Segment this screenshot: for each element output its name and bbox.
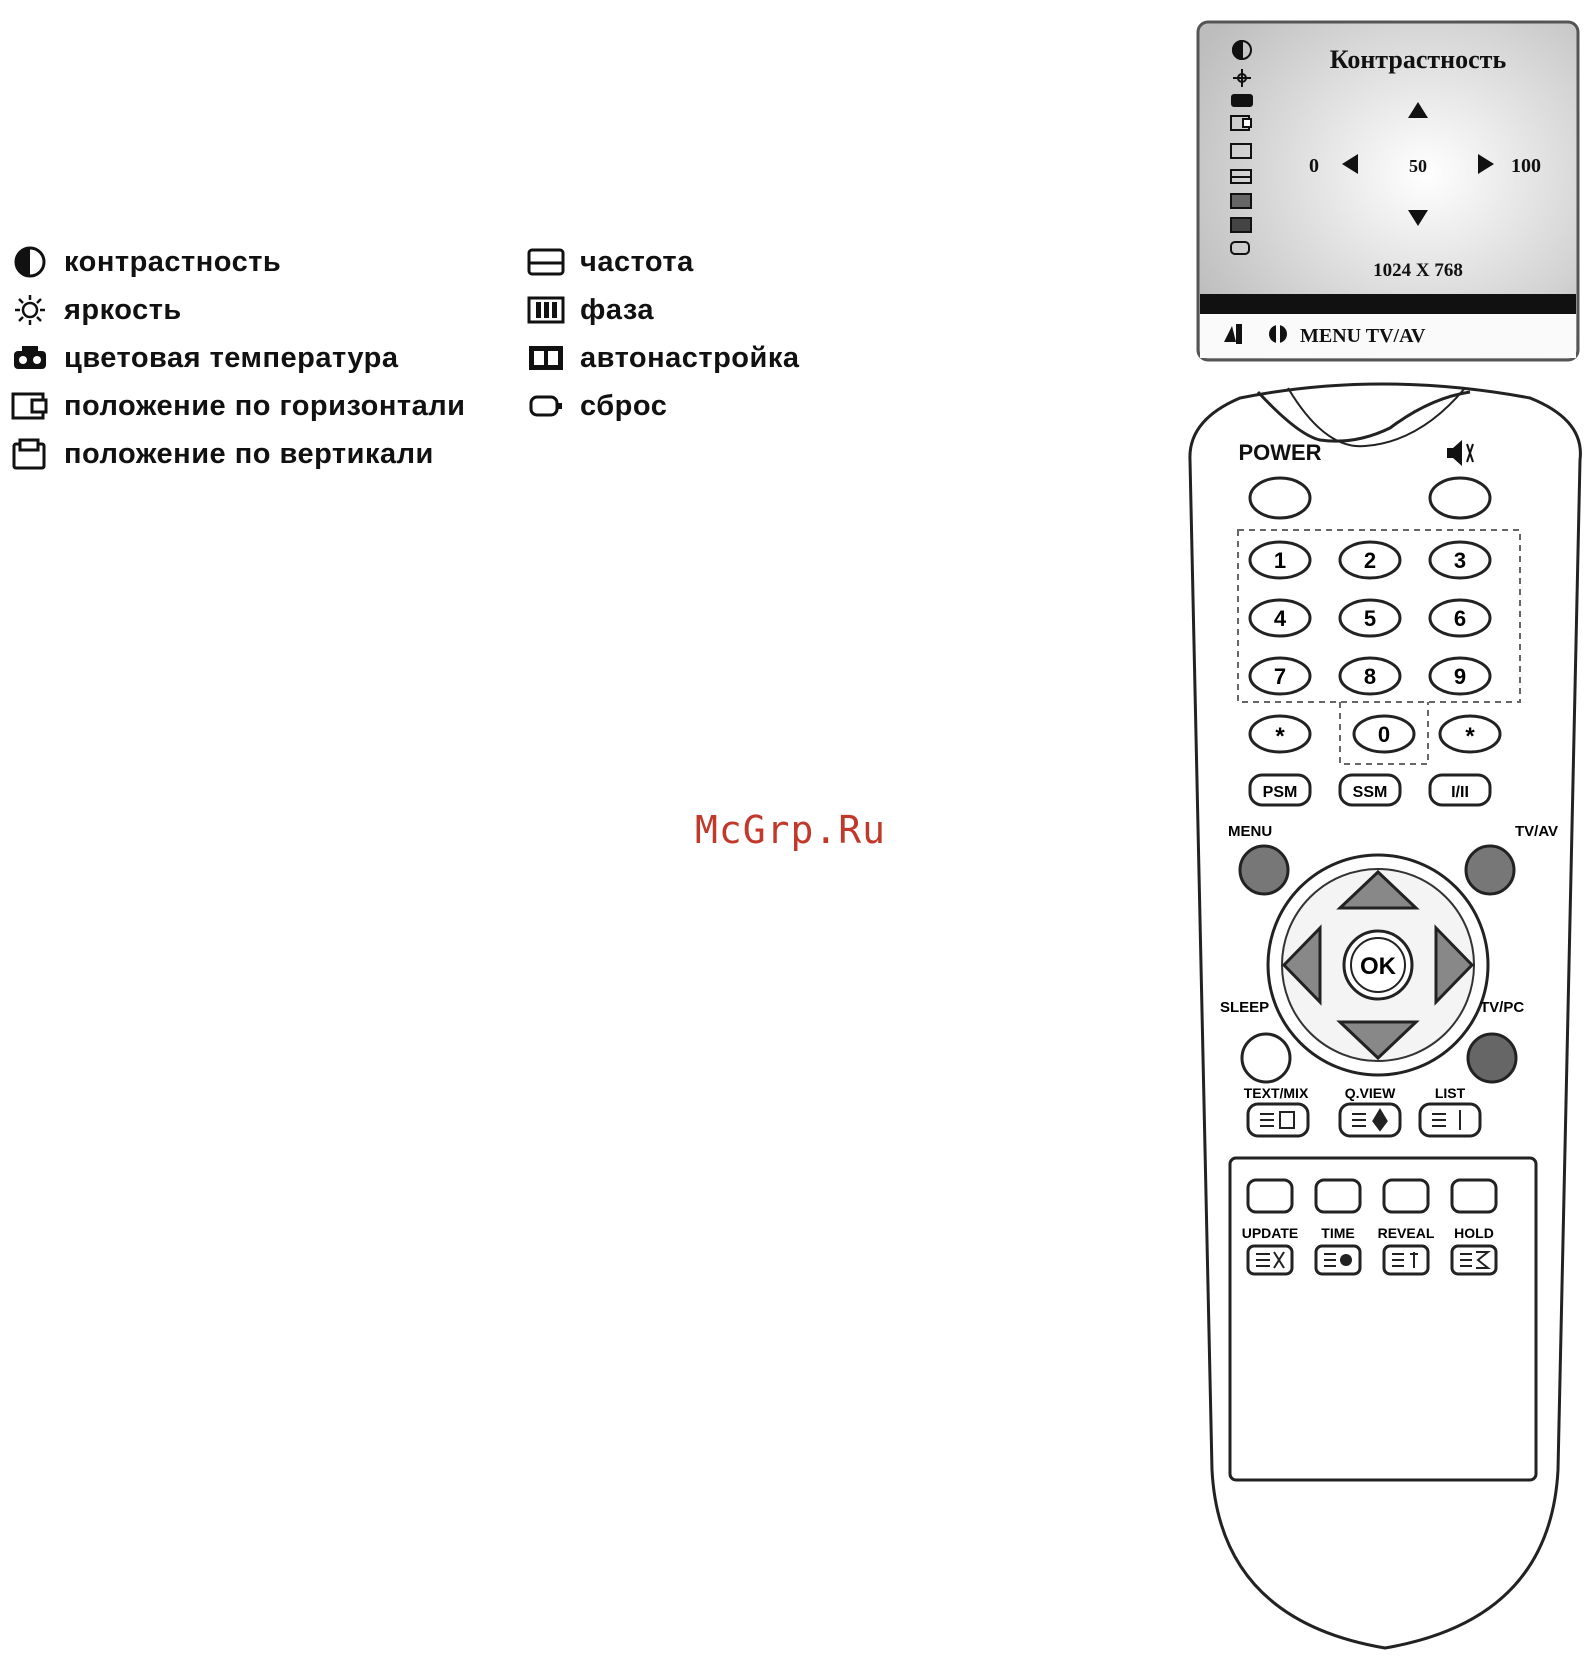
vertical-position-icon [10, 437, 50, 471]
i-ii-label: I/II [1451, 784, 1469, 801]
legend-label: цветовая температура [64, 342, 399, 375]
legend-label: автонастройка [580, 342, 799, 375]
legend-label: фаза [580, 294, 654, 327]
digit-label: 8 [1364, 664, 1376, 689]
legend-label: яркость [64, 294, 182, 327]
tv-pc-button[interactable] [1468, 1034, 1516, 1082]
osd-min-value: 0 [1309, 155, 1319, 177]
digit-1-button[interactable]: 1 [1250, 542, 1310, 578]
watermark: McGrp.Ru [695, 808, 886, 852]
green-key-button[interactable] [1316, 1180, 1360, 1212]
contrast-icon [10, 245, 50, 279]
reveal-label: REVEAL [1378, 1225, 1435, 1241]
digit-label: 9 [1454, 664, 1466, 689]
ok-button[interactable]: OK [1344, 931, 1412, 999]
legend-item-frequency: частота [516, 242, 694, 282]
auto-adjust-icon [526, 341, 566, 375]
osd-icon-legend: контрастность яркость цветовая температу… [0, 230, 850, 520]
digit-label: 5 [1364, 606, 1376, 631]
brightness-icon [10, 293, 50, 327]
tv-pc-label: TV/PC [1480, 999, 1524, 1016]
osd-resolution: 1024 X 768 [1373, 260, 1463, 281]
legend-item-vertical-position: положение по вертикали [0, 434, 434, 474]
power-label: POWER [1238, 440, 1321, 465]
star-label: * [1465, 723, 1475, 750]
text-mix-label: TEXT/MIX [1244, 1085, 1309, 1101]
psm-button[interactable]: PSM [1250, 775, 1310, 805]
time-button[interactable] [1316, 1246, 1360, 1274]
digit-8-button[interactable]: 8 [1340, 658, 1400, 694]
digit-4-button[interactable]: 4 [1250, 600, 1310, 636]
osd-footer-text: MENU TV/AV [1300, 325, 1426, 347]
digit-2-button[interactable]: 2 [1340, 542, 1400, 578]
digit-label: 7 [1274, 664, 1286, 689]
legend-label: положение по горизонтали [64, 390, 465, 423]
tv-av-label: TV/AV [1515, 823, 1558, 840]
ssm-label: SSM [1353, 784, 1388, 801]
digit-0-button[interactable]: 0 [1354, 716, 1414, 752]
digit-5-button[interactable]: 5 [1340, 600, 1400, 636]
update-button[interactable] [1248, 1246, 1292, 1274]
star-left-button[interactable]: * [1250, 716, 1310, 752]
legend-item-auto-adjust: автонастройка [516, 338, 799, 378]
osd-max-value: 100 [1511, 155, 1541, 177]
yellow-key-button[interactable] [1384, 1180, 1428, 1212]
digit-3-button[interactable]: 3 [1430, 542, 1490, 578]
list-button[interactable] [1420, 1104, 1480, 1136]
sleep-button[interactable] [1242, 1034, 1290, 1082]
q-view-label: Q.VIEW [1345, 1085, 1396, 1101]
psm-label: PSM [1263, 784, 1298, 801]
hold-button[interactable] [1452, 1246, 1496, 1274]
osd-title: Контрастность [1330, 45, 1507, 74]
text-mix-button[interactable] [1248, 1104, 1308, 1136]
legend-item-phase: фаза [516, 290, 654, 330]
digit-6-button[interactable]: 6 [1430, 600, 1490, 636]
legend-label: сброс [580, 390, 667, 423]
legend-label: контрастность [64, 246, 281, 279]
digit-label: 3 [1454, 548, 1466, 573]
color-temperature-icon [10, 341, 50, 375]
digit-9-button[interactable]: 9 [1430, 658, 1490, 694]
remote-control: POWER 1 2 3 4 5 6 [1180, 380, 1585, 1660]
horizontal-position-icon [10, 389, 50, 423]
i-ii-button[interactable]: I/II [1430, 775, 1490, 805]
update-label: UPDATE [1242, 1225, 1299, 1241]
osd-current-value: 50 [1409, 156, 1427, 176]
legend-item-horizontal-position: положение по горизонтали [0, 386, 465, 426]
ssm-button[interactable]: SSM [1340, 775, 1400, 805]
clock-icon [1340, 1254, 1352, 1266]
menu-button[interactable] [1240, 846, 1288, 894]
list-label: LIST [1435, 1085, 1466, 1101]
star-label: * [1275, 723, 1285, 750]
legend-item-contrast: контрастность [0, 242, 281, 282]
tv-av-button[interactable] [1466, 846, 1514, 894]
legend-item-reset: сброс [516, 386, 667, 426]
digit-label: 1 [1274, 548, 1286, 573]
blue-key-button[interactable] [1452, 1180, 1496, 1212]
menu-label: MENU [1228, 823, 1272, 840]
legend-item-brightness: яркость [0, 290, 182, 330]
phase-icon [526, 293, 566, 327]
mute-button[interactable] [1430, 478, 1490, 518]
sleep-label: SLEEP [1220, 999, 1269, 1016]
digit-label: 0 [1378, 722, 1390, 747]
digit-label: 4 [1274, 606, 1287, 631]
legend-item-color-temperature: цветовая температура [0, 338, 399, 378]
digit-label: 2 [1364, 548, 1376, 573]
digit-7-button[interactable]: 7 [1250, 658, 1310, 694]
ok-label: OK [1360, 953, 1397, 980]
reveal-button[interactable] [1384, 1246, 1428, 1274]
legend-label: частота [580, 246, 694, 279]
star-right-button[interactable]: * [1440, 716, 1500, 752]
reset-icon [526, 389, 566, 423]
legend-label: положение по вертикали [64, 438, 434, 471]
red-key-button[interactable] [1248, 1180, 1292, 1212]
hold-label: HOLD [1454, 1225, 1494, 1241]
power-button[interactable] [1250, 478, 1310, 518]
osd-contrast-screen: Контрастность 0 50 100 1024 X 768 MENU T… [1196, 20, 1580, 362]
q-view-button[interactable] [1340, 1104, 1400, 1136]
digit-label: 6 [1454, 606, 1466, 631]
time-label: TIME [1321, 1225, 1354, 1241]
frequency-icon [526, 245, 566, 279]
